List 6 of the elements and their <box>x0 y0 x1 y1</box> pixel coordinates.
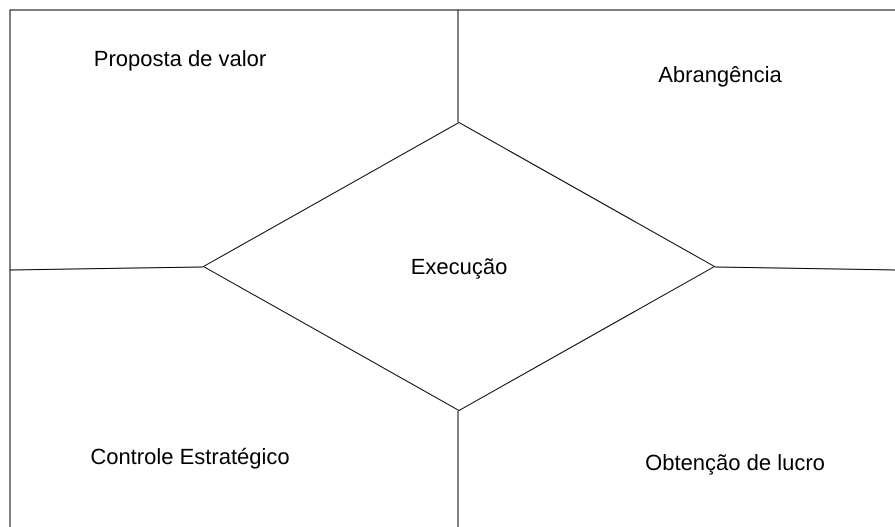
diamond-label: Execução <box>410 254 508 280</box>
section-label: Obtenção de lucro <box>630 446 840 480</box>
diamond-shape <box>203 122 715 411</box>
section-label: Proposta de valor <box>30 42 330 76</box>
section-label: Abrangência <box>620 58 820 92</box>
section-label: Controle Estratégico <box>90 440 290 474</box>
